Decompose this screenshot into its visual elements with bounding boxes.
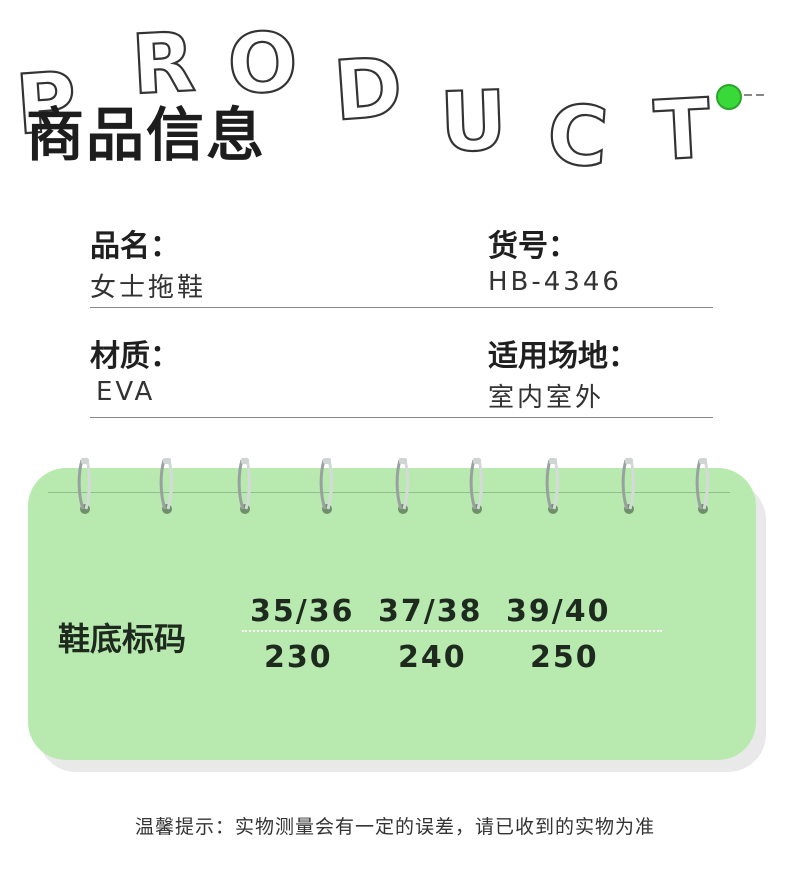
material-value: EVA — [96, 377, 156, 407]
size-card — [28, 468, 756, 760]
disclaimer-note: 温馨提示：实物测量会有一定的误差，请已收到的实物为准 — [134, 816, 655, 838]
product-letters: P R O D U C T — [12, 14, 714, 187]
binder-ring-icon — [237, 458, 251, 514]
letter-p: P — [13, 55, 80, 154]
green-dot-icon — [716, 84, 742, 110]
length-250: 250 — [530, 640, 599, 675]
size-37-38: 37/38 — [378, 594, 483, 629]
size-35-36: 35/36 — [250, 594, 355, 629]
usage-value: 室内室外 — [488, 383, 605, 413]
binder-ring-icon — [621, 458, 635, 514]
length-230: 230 — [264, 640, 333, 675]
binder-ring-icon — [469, 458, 483, 514]
page-title: 商品信息 — [26, 101, 267, 169]
binder-ring-icon — [545, 458, 559, 514]
binder-ring-icon — [159, 458, 173, 514]
letter-t: T — [652, 81, 713, 179]
size-chart-title: 鞋底标码 — [58, 620, 187, 658]
dotted-divider — [242, 630, 662, 632]
header: P R O D U C T 商品信息 — [0, 0, 790, 190]
letter-u: U — [438, 74, 508, 171]
letter-d: D — [331, 40, 406, 140]
letter-r: R — [129, 15, 197, 113]
usage-label: 适用场地： — [488, 339, 638, 374]
length-240: 240 — [398, 640, 467, 675]
info-row-1: 品名： 女士拖鞋 货号： HB-4346 — [90, 215, 713, 308]
size-row: 35/36 37/38 39/40 — [250, 594, 670, 634]
material-label: 材质： — [90, 339, 180, 374]
sku-value: HB-4346 — [488, 267, 622, 297]
info-row-2: 材质： EVA 适用场地： 室内室外 — [90, 325, 713, 418]
sku-label: 货号： — [488, 229, 578, 264]
name-value: 女士拖鞋 — [90, 273, 207, 303]
name-label: 品名： — [90, 229, 180, 264]
binder-ring-icon — [77, 458, 91, 514]
size-39-40: 39/40 — [506, 594, 611, 629]
card-top-line — [48, 492, 730, 493]
letter-c: C — [544, 87, 611, 186]
binder-ring-icon — [395, 458, 409, 514]
length-row: 230 240 250 — [250, 640, 670, 680]
binder-ring-icon — [695, 458, 709, 514]
dash-line — [744, 94, 768, 96]
letter-o: O — [226, 15, 299, 112]
binder-ring-icon — [319, 458, 333, 514]
